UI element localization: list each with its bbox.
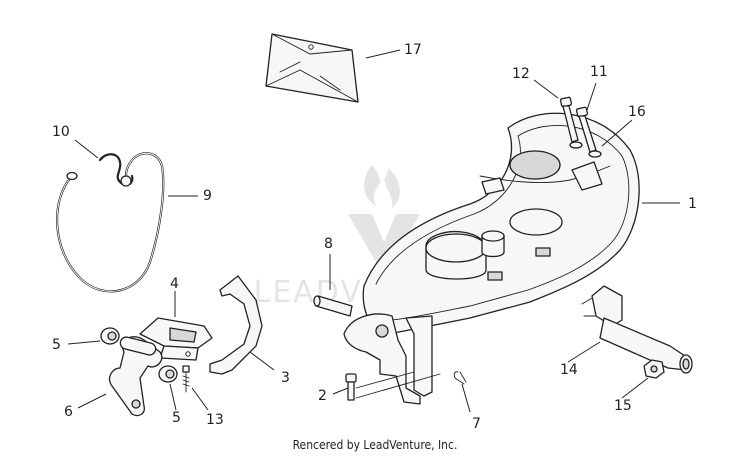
bolt-11 (575, 106, 597, 153)
callout-3: 3 (281, 370, 290, 386)
callout-10: 10 (52, 124, 70, 140)
cross-shaft (581, 285, 693, 374)
callout-7: 7 (472, 416, 481, 432)
bolt-2 (345, 373, 357, 401)
callout-9: 9 (203, 188, 212, 204)
hex-nut (643, 359, 665, 379)
bushing-lower (158, 365, 178, 383)
leader-lines (67, 49, 680, 413)
washers (569, 141, 602, 158)
callout-17: 17 (404, 42, 422, 58)
cable-assembly (56, 152, 165, 293)
callout-13: 13 (206, 412, 224, 428)
callout-11: 11 (590, 64, 608, 80)
assembly-guide-line (355, 371, 441, 399)
render-credit: Rencered by LeadVenture, Inc. (292, 438, 458, 452)
pivot-arm (108, 336, 163, 417)
callout-15: 15 (614, 398, 632, 414)
bushing-upper (100, 327, 120, 345)
callout-6: 6 (64, 404, 73, 420)
cotter-pin (453, 371, 467, 385)
callout-14: 14 (560, 362, 578, 378)
bracket-assembly (139, 317, 213, 361)
callout-5-upper: 5 (52, 337, 61, 353)
pivot-pin (313, 295, 353, 317)
lift-rod (209, 275, 263, 375)
deck-housing (343, 112, 640, 405)
callout-5-lower: 5 (172, 410, 181, 426)
callout-labels: 1 2 3 4 5 5 6 7 8 9 10 11 12 13 14 15 16… (52, 42, 697, 432)
manual-pouch (265, 33, 359, 103)
callout-2: 2 (318, 388, 327, 404)
callout-8: 8 (324, 236, 333, 252)
callout-4: 4 (170, 276, 179, 292)
screw (182, 365, 190, 393)
watermark-logo (348, 165, 420, 262)
callout-16: 16 (628, 104, 646, 120)
callout-12: 12 (512, 66, 530, 82)
bolt-12 (559, 96, 579, 143)
callout-1: 1 (688, 196, 697, 212)
